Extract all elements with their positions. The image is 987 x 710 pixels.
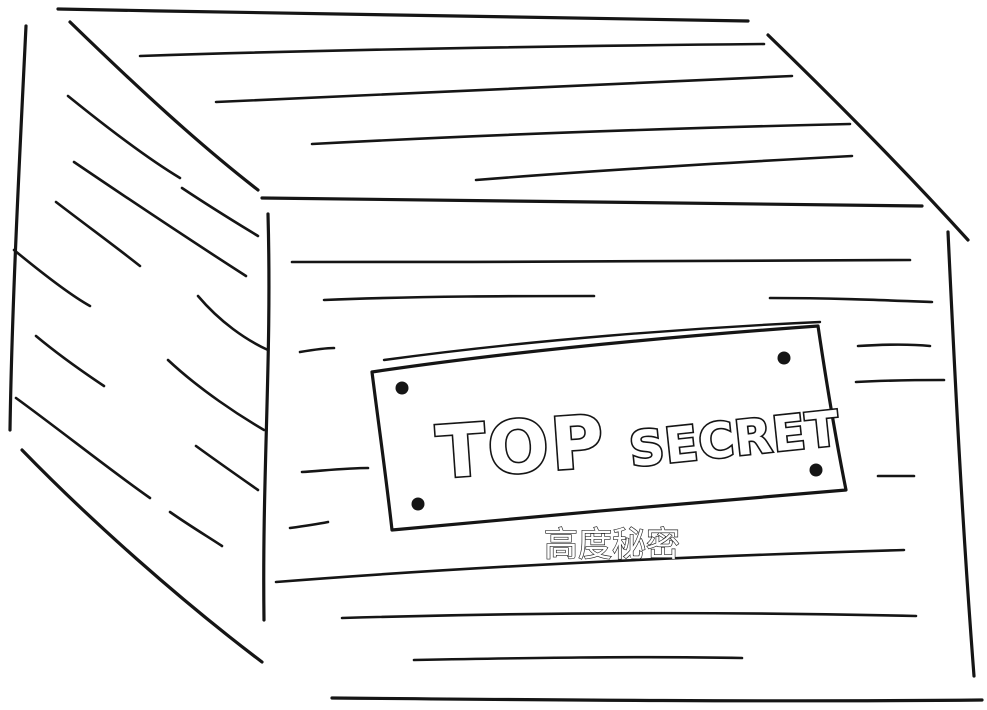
sign-plate [370,324,848,532]
crate-side-planks [12,94,270,548]
sign-screw [395,381,409,395]
sign-subtitle: 高度秘密 [544,525,680,565]
crate-top-planks [138,42,854,182]
sign-screw [411,497,425,511]
top-secret-sign: TOP SECRET 高度秘密 [370,320,848,566]
sign-screw [777,351,791,365]
crate-outline [8,7,984,703]
sign-secret-word: SECRET [627,401,843,479]
sign-top-word: TOP [434,399,609,495]
sign-screw [809,463,823,477]
crate-front-planks [274,258,946,662]
